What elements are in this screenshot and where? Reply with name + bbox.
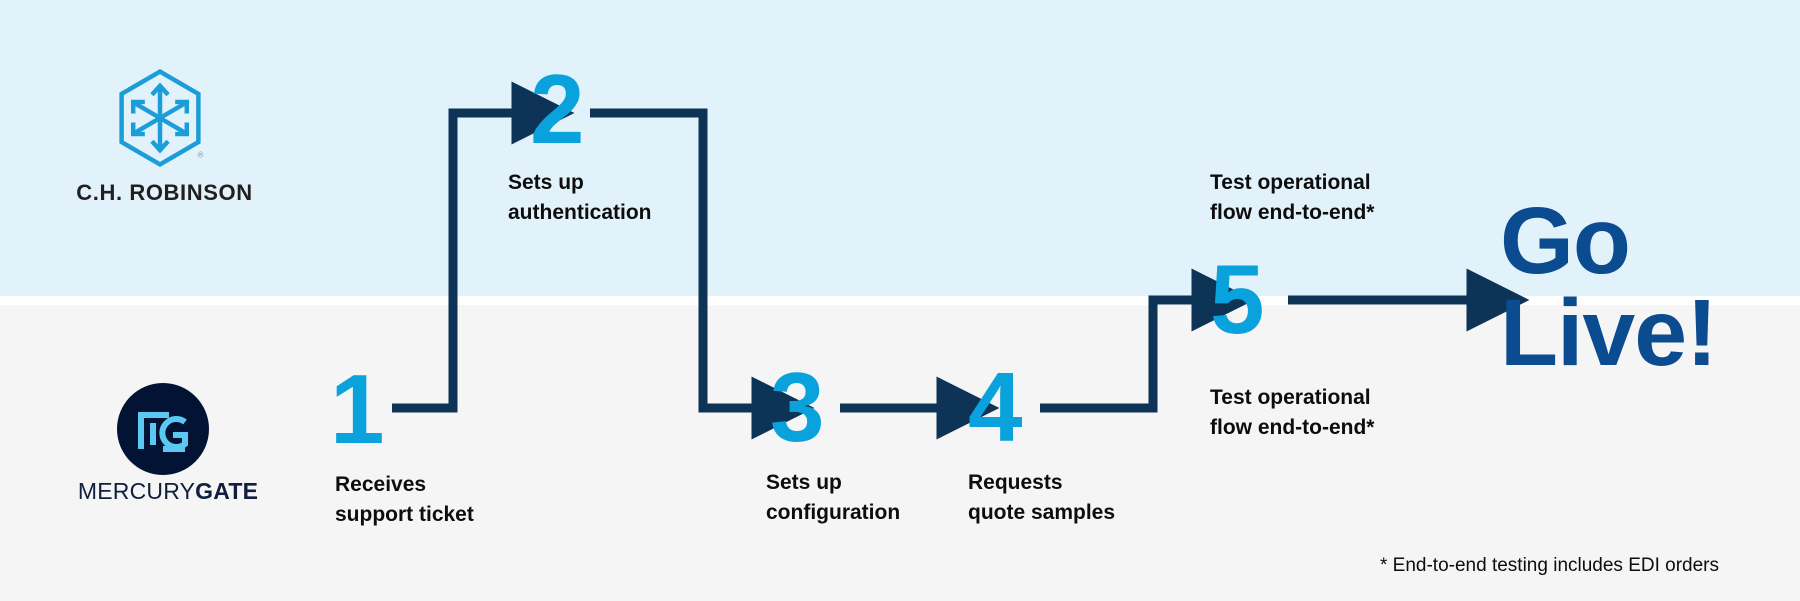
mercurygate-wordmark-light: MERCURY [77, 478, 196, 504]
step-label-5-top: Test operational flow end-to-end* [1210, 171, 1375, 224]
lane-divider [0, 296, 1800, 305]
step-number-2: 2 [530, 54, 585, 164]
footnote: * End-to-end testing includes EDI orders [1380, 555, 1720, 576]
step-label-1: Receives support ticket [335, 473, 474, 526]
mercurygate-wordmark: MERCURYGATE [48, 478, 288, 505]
mercurygate-wordmark-bold: GATE [195, 478, 259, 504]
ch-robinson-wordmark: C.H. ROBINSON [76, 180, 253, 205]
svg-text:®: ® [198, 150, 204, 159]
chrobinson-lane-background [0, 0, 1800, 296]
mercurygate-mg-monogram-logo [138, 412, 188, 452]
step-number-4: 4 [968, 352, 1023, 462]
mercurygate-lane-background [0, 305, 1800, 601]
step-label-5-bottom: Test operational flow end-to-end* [1210, 386, 1375, 439]
go-live-text: Go Live! [1500, 188, 1718, 386]
step-number-5: 5 [1210, 244, 1265, 354]
step-number-1: 1 [330, 354, 385, 464]
step-label-3: Sets up configuration [766, 471, 901, 524]
step-label-2: Sets up authentication [508, 171, 652, 224]
step-label-4: Requests quote samples [968, 471, 1116, 524]
ch-robinson-hexagon-arrows-logo: ® [119, 68, 204, 168]
step-number-3: 3 [770, 352, 825, 462]
